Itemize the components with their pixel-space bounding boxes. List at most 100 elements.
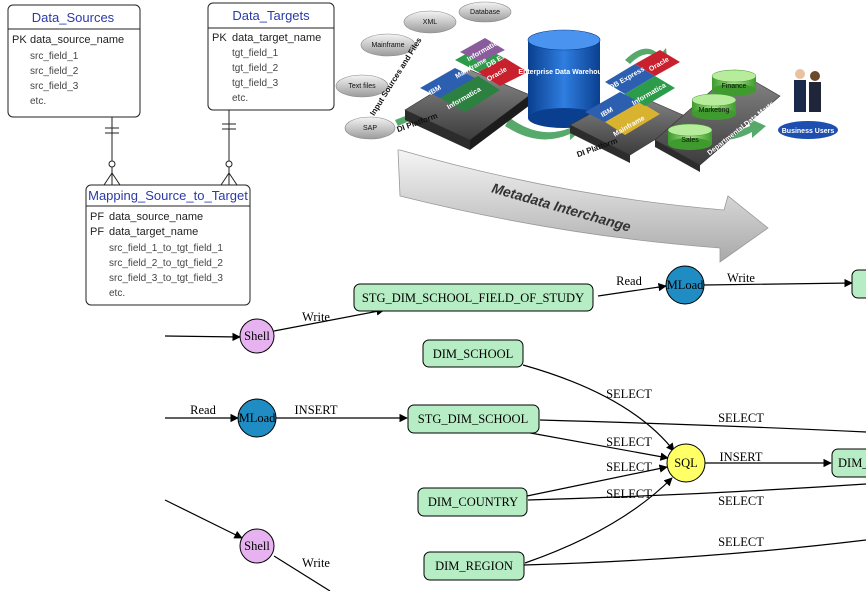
node-label: Shell — [244, 329, 270, 343]
mart-cylinder-icon: Finance — [711, 69, 757, 96]
entity-field: etc. — [232, 93, 248, 104]
database-disk-icon — [458, 1, 512, 23]
relationship-sources-mapping — [103, 117, 121, 186]
node-label: STG_DIM_SCHOOL_FIELD_OF_STUDY — [362, 291, 584, 305]
entity-field: src_field_3_to_tgt_field_3 — [109, 273, 223, 284]
node-dim-region[interactable]: DIM_REGION — [423, 551, 525, 581]
node-shell-bottom[interactable]: Shell — [239, 528, 275, 564]
key-field: data_target_name — [232, 32, 321, 44]
node-dim-country[interactable]: DIM_COUNTRY — [417, 487, 528, 517]
node-label: DIM_ — [838, 456, 866, 470]
input-label: Mainframe — [371, 42, 404, 49]
edge-label: SELECT — [606, 387, 652, 401]
key-field: data_source_name — [109, 211, 203, 223]
edge-select — [524, 477, 673, 564]
edge-read — [597, 282, 667, 297]
users-label: Business Users — [782, 128, 835, 135]
edge-write — [703, 278, 853, 288]
entity-field: src_field_2_to_tgt_field_2 — [109, 258, 223, 269]
etl-flow-graph: Write Read Write Read INSERT SELECT SELE… — [164, 265, 866, 591]
edge-label: INSERT — [295, 403, 338, 417]
edge-label: Write — [302, 310, 330, 324]
node-stg-dim-school-field-of-study[interactable]: STG_DIM_SCHOOL_FIELD_OF_STUDY — [353, 283, 594, 312]
edge-select — [539, 419, 866, 433]
edge-select — [526, 464, 668, 497]
edge-label: INSERT — [720, 450, 763, 464]
node-shell-top[interactable]: Shell — [239, 318, 275, 354]
input-label: Database — [470, 9, 500, 16]
input-label: SAP — [363, 125, 377, 132]
edge-label: Read — [190, 403, 216, 417]
entity-field: src_field_1 — [30, 51, 79, 62]
entity-data-targets[interactable]: Data_Targets PK data_target_name tgt_fie… — [207, 2, 335, 111]
entity-data-sources[interactable]: Data_Sources PK data_source_name src_fie… — [7, 4, 141, 118]
entity-title: Data_Sources — [32, 10, 115, 25]
edge-label: SELECT — [718, 535, 764, 549]
relationship-targets-mapping — [220, 110, 238, 186]
edge-label: SELECT — [606, 460, 652, 474]
entity-mapping[interactable]: Mapping_Source_to_Target PF data_source_… — [85, 184, 251, 306]
database-disk-icon — [403, 10, 457, 34]
edge-label: SELECT — [606, 435, 652, 449]
input-label: Text files — [348, 83, 376, 90]
node-label: DIM_COUNTRY — [428, 495, 518, 509]
node-label: MLoad — [239, 411, 277, 425]
node-stg-dim-school[interactable]: STG_DIM_SCHOOL — [407, 404, 540, 434]
entity-field: src_field_2 — [30, 66, 79, 77]
database-disk-icon — [344, 116, 396, 140]
key-field: data_target_name — [109, 226, 198, 238]
business-users-icon: Business Users — [778, 69, 838, 139]
input-label: XML — [423, 19, 438, 26]
node-mload-mid[interactable]: MLoad — [237, 398, 277, 438]
key-field: data_source_name — [30, 34, 124, 46]
mart-cylinder-icon: Sales — [667, 123, 713, 150]
node-dim-school[interactable]: DIM_SCHOOL — [422, 339, 524, 368]
entity-title: Mapping_Source_to_Target — [88, 188, 248, 203]
edge-label: Write — [302, 556, 330, 570]
entity-field: src_field_1_to_tgt_field_1 — [109, 243, 223, 254]
edge-select — [524, 431, 669, 461]
node-label: MLoad — [667, 278, 705, 292]
edge-labels: Write Read Write Read INSERT SELECT SELE… — [190, 271, 764, 570]
edge-write — [273, 307, 385, 332]
warehouse-label: Enterprise Data Warehouse — [518, 69, 609, 76]
edge-label: SELECT — [606, 487, 652, 501]
edge-select — [523, 539, 866, 566]
database-disk-icon — [335, 74, 389, 98]
mart-label: Sales — [681, 137, 699, 144]
entity-field: etc. — [30, 96, 46, 107]
warehouse-cylinder-icon: Enterprise Data Warehouse — [518, 29, 610, 128]
key-label: PK — [212, 32, 227, 44]
metadata-arrow: Metadata Interchange — [397, 149, 769, 263]
edge-select — [522, 364, 675, 452]
key-label: PF — [90, 226, 104, 238]
edge-label: Read — [616, 274, 642, 288]
edge-label: SELECT — [718, 411, 764, 425]
entity-field: etc. — [109, 288, 125, 299]
node-label: STG_DIM_SCHOOL — [418, 412, 528, 426]
key-label: PF — [90, 211, 104, 223]
edge — [164, 332, 241, 342]
node-label: SQL — [674, 456, 698, 470]
node-dim-right[interactable]: DIM_ — [831, 448, 866, 478]
edge-label: SELECT — [718, 494, 764, 508]
node-label: DIM_SCHOOL — [433, 347, 514, 361]
entity-field: tgt_field_1 — [232, 48, 279, 59]
node-mload-top[interactable]: MLoad — [665, 265, 705, 305]
entity-field: src_field_3 — [30, 81, 79, 92]
edges — [164, 278, 866, 591]
edge — [164, 499, 243, 539]
node-label: DIM_REGION — [435, 559, 513, 573]
mart-label: Marketing — [699, 107, 730, 114]
entity-field: tgt_field_2 — [232, 63, 279, 74]
node-right-partial-top[interactable] — [851, 269, 866, 299]
edge-write — [273, 555, 331, 591]
edge-label: Write — [727, 271, 755, 285]
node-sql[interactable]: SQL — [666, 443, 706, 483]
key-label: PK — [12, 34, 27, 46]
architecture-illustration: Metadata Interchange XML Database Mainfr… — [335, 1, 838, 263]
entity-field: tgt_field_3 — [232, 78, 279, 89]
mart-cylinder-icon: Marketing — [691, 93, 737, 120]
database-disk-icon — [360, 33, 416, 57]
